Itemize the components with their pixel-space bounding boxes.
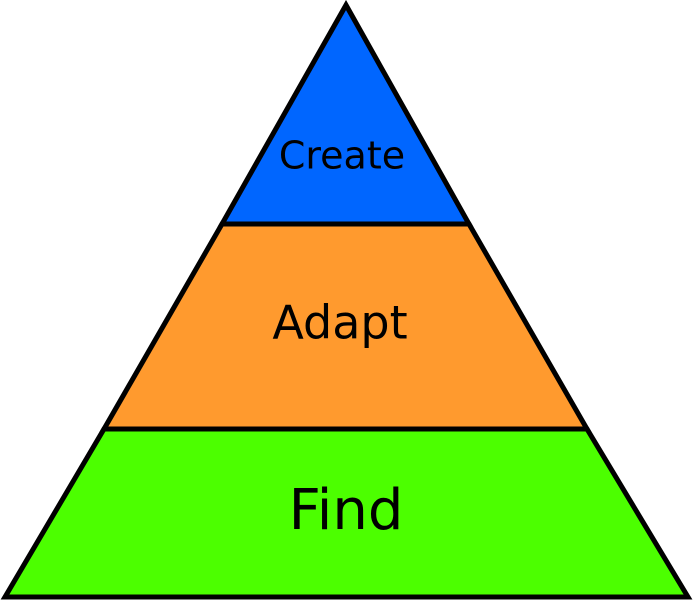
pyramid-tier-find <box>0 426 693 600</box>
pyramid-tier-create <box>217 0 474 227</box>
tier-label-create: Create <box>279 134 405 178</box>
tier-label-find: Find <box>289 478 404 543</box>
tier-label-adapt: Adapt <box>272 296 407 350</box>
